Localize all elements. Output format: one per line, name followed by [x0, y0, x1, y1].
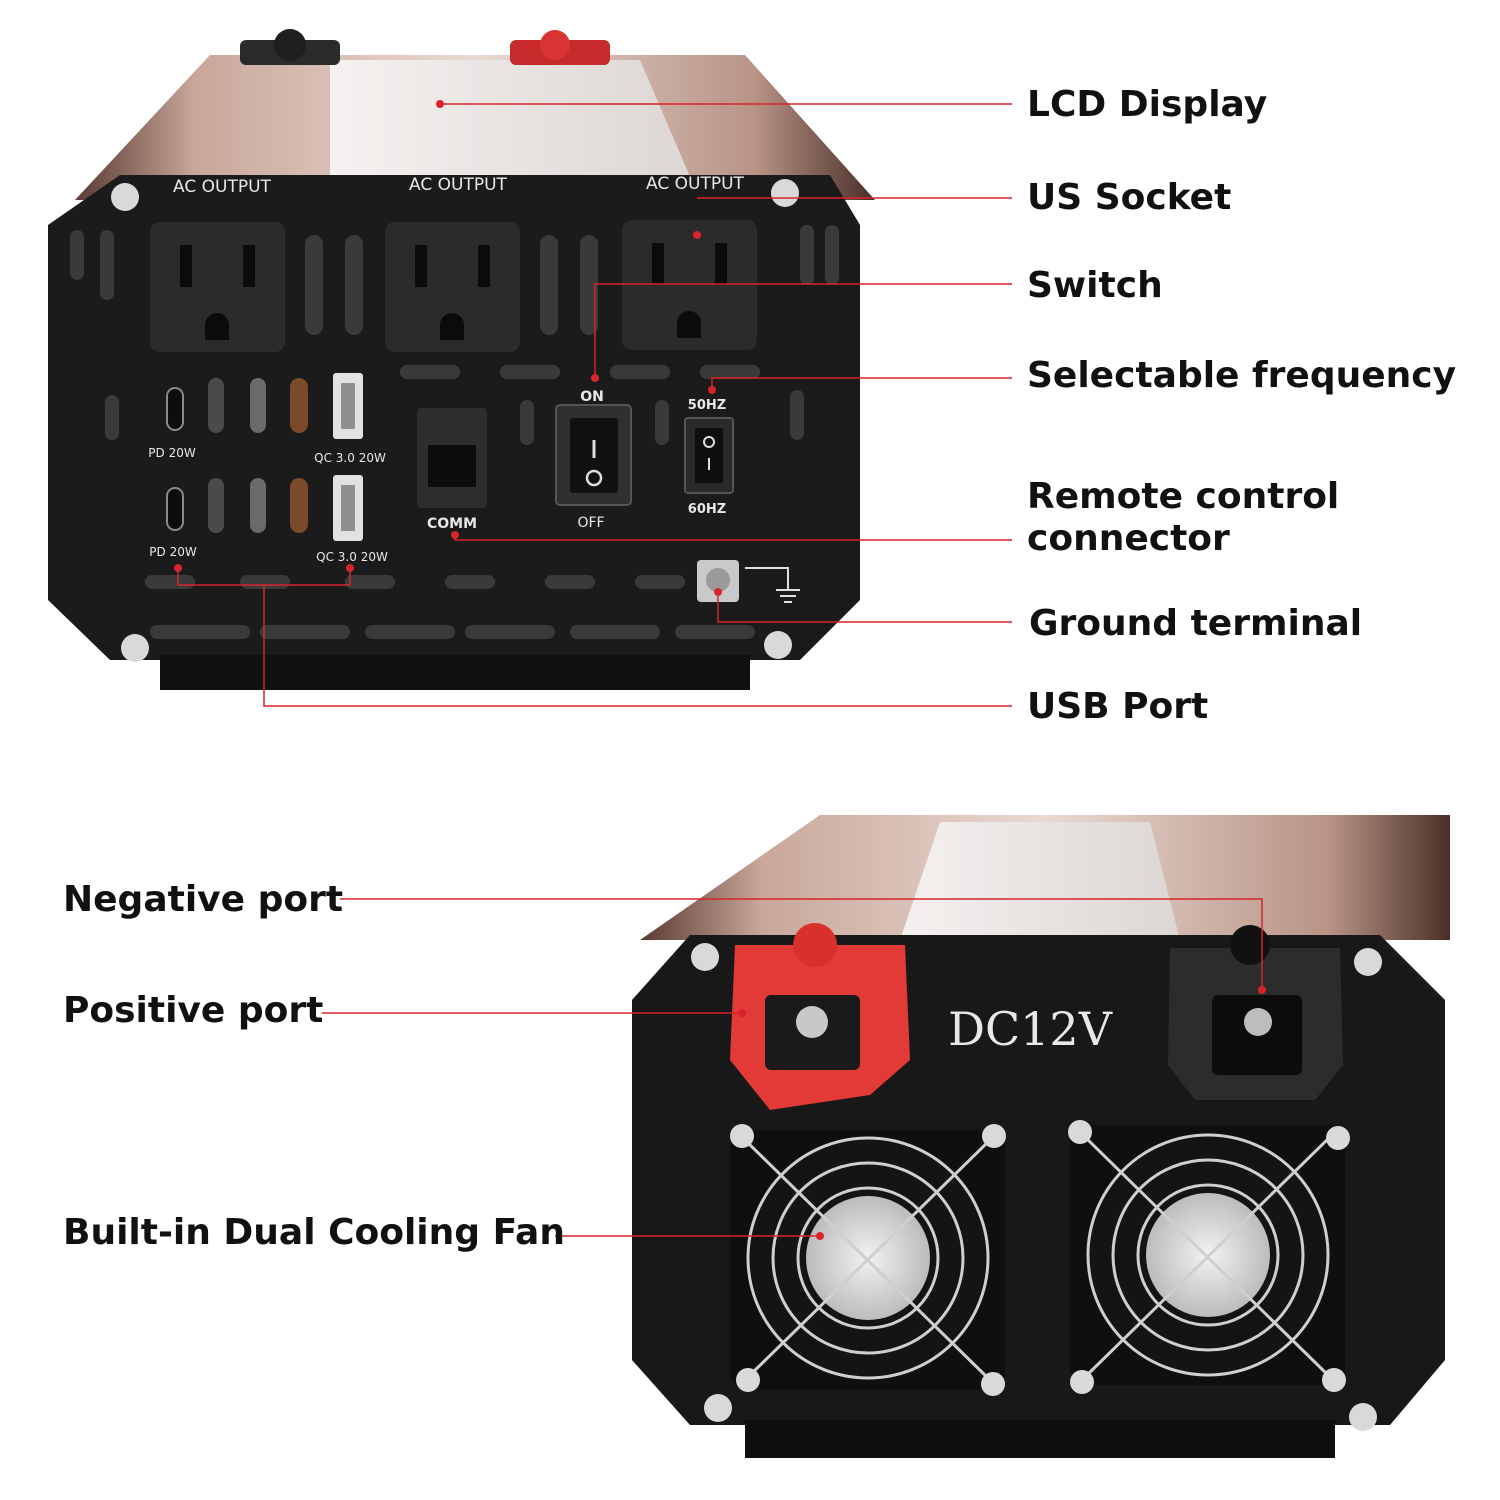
dc12v-label: DC12V [948, 1002, 1113, 1056]
callout-positive-port: Positive port [63, 990, 324, 1031]
screw-icon [771, 179, 799, 207]
us-socket[interactable] [150, 222, 285, 352]
screw-icon [1326, 1126, 1350, 1150]
lcd-display [330, 60, 700, 200]
negative-port[interactable] [1168, 925, 1343, 1100]
ac-output-label: AC OUTPUT [173, 177, 272, 197]
bottom-leader-lines [322, 898, 1263, 1237]
ac-output-label: AC OUTPUT [409, 175, 508, 195]
freq-50-label: 50HZ [688, 398, 726, 413]
screw-icon [1349, 1403, 1377, 1431]
ac-panel: AC OUTPUT AC OUTPUT AC OUTPUT PD 20W PD … [48, 174, 860, 690]
negative-terminal-cap [274, 29, 306, 61]
ground-icon [745, 567, 800, 603]
screw-icon [121, 634, 149, 662]
us-socket[interactable] [385, 222, 520, 352]
qc-label: QC 3.0 20W [316, 550, 388, 564]
comm-label: COMM [427, 516, 477, 532]
callout-lcd-display: LCD Display [1027, 84, 1268, 125]
screw-icon [704, 1394, 732, 1422]
callout-us-socket: US Socket [1027, 177, 1232, 218]
callout-selectable-frequency: Selectable frequency [1027, 355, 1457, 396]
usb-c-port[interactable] [166, 487, 184, 531]
callout-usb-port: USB Port [1027, 686, 1209, 727]
pd-label: PD 20W [148, 446, 196, 460]
freq-60-label: 60HZ [688, 502, 726, 517]
callout-remote-control-line2: connector [1027, 518, 1230, 559]
switch-off-label: OFF [577, 515, 604, 531]
top-callout-dots [174, 100, 722, 596]
vent-slots [70, 225, 839, 639]
usb-c-port[interactable] [166, 387, 184, 431]
callout-switch: Switch [1027, 265, 1163, 306]
callout-negative-port: Negative port [63, 879, 344, 920]
ground-terminal[interactable] [697, 560, 739, 602]
bottom-callout-dots [738, 986, 1266, 1240]
pd-label: PD 20W [149, 545, 197, 559]
screw-icon [691, 943, 719, 971]
switch-on-label: ON [580, 389, 604, 405]
fan-guard [743, 1136, 992, 1382]
ac-output-label: AC OUTPUT [646, 174, 745, 194]
callout-ground-terminal: Ground terminal [1029, 603, 1363, 644]
fan-guard [1083, 1133, 1332, 1379]
screw-icon [1354, 948, 1382, 976]
screw-icon [1322, 1368, 1346, 1392]
screw-icon [1070, 1370, 1094, 1394]
inverter-body-bottom [640, 815, 1450, 940]
inverter-body-top [75, 29, 875, 200]
callout-remote-control-line1: Remote control [1027, 476, 1340, 517]
screw-icon [981, 1372, 1005, 1396]
screw-icon [730, 1124, 754, 1148]
screw-icon [764, 631, 792, 659]
us-socket[interactable] [622, 220, 757, 350]
callout-cooling-fan: Built-in Dual Cooling Fan [63, 1212, 565, 1253]
screw-icon [1068, 1120, 1092, 1144]
cooling-fan [730, 1124, 1006, 1396]
screw-icon [111, 183, 139, 211]
inductor-coils [208, 378, 308, 533]
qc-label: QC 3.0 20W [314, 451, 386, 465]
positive-terminal-cap [540, 30, 570, 60]
screw-icon [736, 1368, 760, 1392]
cooling-fan [1068, 1120, 1350, 1394]
positive-port[interactable] [730, 923, 910, 1110]
dc-panel: DC12V [632, 923, 1445, 1458]
screw-icon [982, 1124, 1006, 1148]
